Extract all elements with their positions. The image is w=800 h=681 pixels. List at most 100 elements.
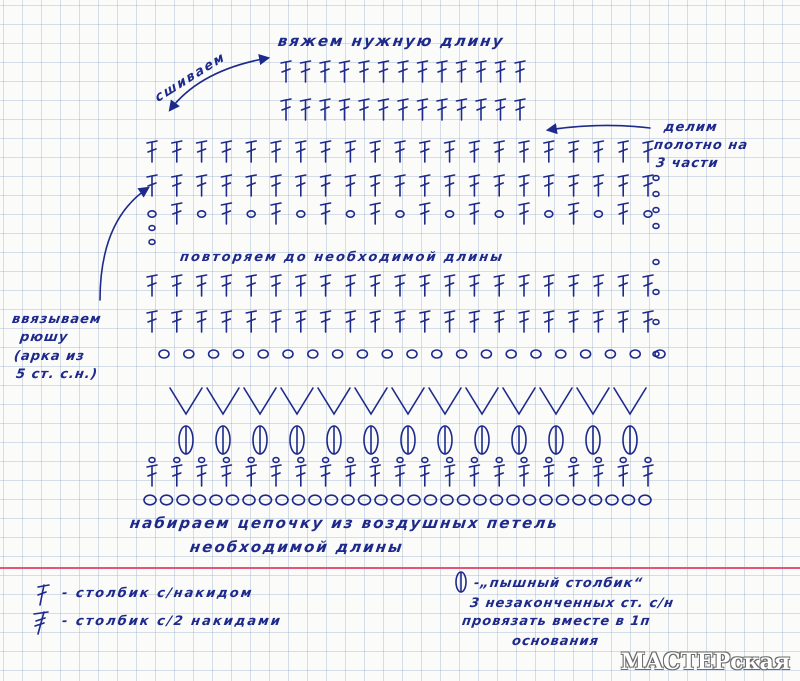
dc-stitch — [493, 140, 506, 163]
watermark-logo: МАСТЕРская — [620, 649, 790, 675]
dc-stitch — [171, 274, 183, 297]
dc-stitch — [338, 60, 351, 83]
chain-stitch — [456, 494, 471, 506]
dc-stitch — [245, 140, 258, 163]
puff-stitch — [178, 425, 194, 455]
legend-tr-symbol — [33, 611, 49, 635]
dc-stitch — [418, 464, 431, 487]
dc-stitch — [344, 140, 357, 163]
dc-stitch — [220, 202, 233, 225]
dc-stitch — [542, 310, 555, 333]
dc-stitch — [294, 140, 307, 163]
chain-stitch — [470, 456, 479, 464]
dc-stitch — [494, 60, 507, 83]
dc-stitch — [542, 274, 555, 297]
chain-stitch — [295, 210, 306, 219]
puff-stitch — [363, 425, 379, 455]
dc-stitch — [567, 274, 580, 297]
dc-stitch — [146, 310, 158, 333]
puff-stitch — [289, 425, 305, 455]
divide-label-line2: полотно на — [652, 138, 750, 153]
ruffle-label-line1: ввязываем — [10, 312, 103, 327]
chain-stitch — [406, 349, 418, 359]
chain-stitch — [569, 456, 578, 464]
v-stitch — [280, 387, 314, 416]
chain-stitch — [173, 456, 181, 464]
chain-stitch — [232, 349, 245, 359]
dc-stitch — [418, 174, 431, 197]
chain-label-line2: необходимой длины — [188, 538, 406, 556]
dc-stitch — [493, 174, 506, 197]
chain-stitch — [158, 349, 170, 359]
chain-stitch — [324, 494, 339, 506]
dc-stitch — [280, 98, 292, 121]
dc-stitch — [416, 60, 429, 83]
chain-stitch — [604, 349, 617, 359]
dc-stitch — [542, 174, 555, 197]
puff-stitch — [252, 425, 268, 455]
divide-label-line3: 3 части — [654, 156, 720, 171]
dc-stitch — [220, 274, 233, 297]
chain-stitch — [242, 494, 256, 506]
chain-stitch — [147, 210, 157, 219]
arrow-sew-together — [168, 54, 271, 112]
dc-stitch — [171, 464, 183, 487]
chain-label-line1: набираем цепочку из воздушных петель — [128, 514, 561, 532]
chain-stitch — [148, 224, 156, 232]
chain-stitch — [225, 494, 240, 506]
dc-stitch — [542, 464, 555, 487]
legend-puff-line3: провязать вместе в 1п — [460, 614, 652, 629]
chain-stitch — [275, 494, 289, 506]
dc-stitch — [455, 60, 468, 83]
dc-stitch — [270, 274, 282, 297]
legend-puff-symbol — [455, 571, 467, 593]
dc-stitch — [344, 274, 357, 297]
dc-stitch — [397, 60, 409, 83]
chain-stitch — [440, 494, 454, 506]
dc-stitch — [319, 202, 332, 225]
dc-stitch — [617, 140, 630, 163]
dc-stitch — [436, 98, 448, 121]
v-stitch — [576, 387, 610, 416]
dc-stitch — [319, 98, 331, 121]
dc-stitch — [270, 310, 282, 333]
dc-stitch — [567, 464, 580, 487]
dc-stitch — [567, 202, 580, 225]
chain-stitch — [530, 349, 542, 359]
chain-stitch — [346, 456, 355, 464]
dc-stitch — [195, 310, 208, 333]
v-stitch — [465, 387, 499, 416]
dc-stitch — [195, 140, 208, 163]
chain-stitch — [430, 349, 443, 359]
dc-stitch — [443, 464, 456, 487]
dc-stitch — [617, 202, 630, 225]
dc-stitch — [299, 98, 312, 121]
dc-stitch — [418, 310, 431, 333]
dc-stitch — [592, 464, 605, 487]
v-stitch — [206, 387, 240, 416]
dc-stitch — [344, 464, 357, 487]
dc-stitch — [171, 174, 183, 197]
dc-stitch — [294, 310, 307, 333]
dc-stitch — [642, 274, 654, 297]
chain-stitch — [522, 494, 537, 506]
v-stitch — [317, 387, 351, 416]
dc-stitch — [518, 140, 530, 163]
chain-stitch — [374, 494, 388, 506]
chain-stitch — [473, 494, 487, 506]
chain-stitch — [588, 494, 603, 506]
chain-stitch — [644, 456, 652, 464]
chain-stitch — [495, 456, 504, 464]
chain-stitch — [371, 456, 380, 464]
chain-stitch — [207, 349, 220, 359]
dc-stitch — [220, 140, 233, 163]
chain-stitch — [257, 349, 270, 359]
chain-stitch — [143, 494, 157, 506]
dc-stitch — [468, 464, 481, 487]
dc-stitch — [617, 274, 630, 297]
dc-stitch — [377, 60, 390, 83]
chain-stitch — [345, 210, 356, 219]
chain-stitch — [505, 349, 518, 359]
dc-stitch — [468, 202, 481, 225]
dc-stitch — [171, 310, 183, 333]
